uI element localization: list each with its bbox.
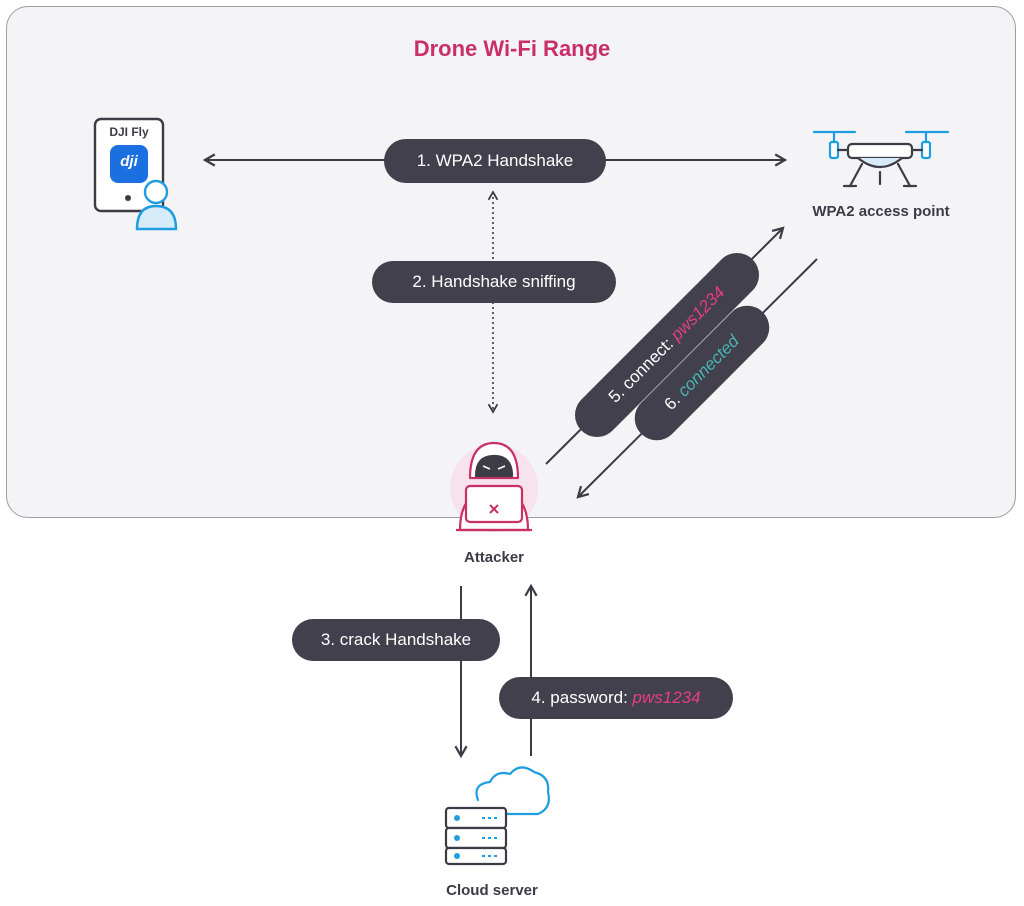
step-crack-text: 3. crack Handshake bbox=[320, 630, 472, 649]
range-title: Drone Wi-Fi Range bbox=[413, 36, 611, 61]
drone-label: WPA2 access point bbox=[812, 203, 950, 220]
step-sniffing-text: 2. Handshake sniffing bbox=[412, 272, 576, 291]
dji-logo: dji bbox=[120, 153, 138, 170]
step-handshake-pill: 1. WPA2 Handshake bbox=[384, 139, 606, 183]
step-crack-pill: 3. crack Handshake bbox=[292, 619, 500, 661]
step-password-pill: 4. password: pws1234 bbox=[499, 677, 733, 719]
close-icon bbox=[489, 504, 499, 514]
phone-app-label: DJI Fly bbox=[109, 125, 149, 139]
attacker-label: Attacker bbox=[463, 549, 525, 566]
step-password-value: pws1234 bbox=[632, 688, 701, 707]
server-label: Cloud server bbox=[446, 882, 538, 899]
step-handshake-text: 1. WPA2 Handshake bbox=[416, 151, 574, 170]
step-password-text: 4. password: bbox=[531, 688, 633, 707]
step-sniffing-pill: 2. Handshake sniffing bbox=[372, 261, 616, 303]
